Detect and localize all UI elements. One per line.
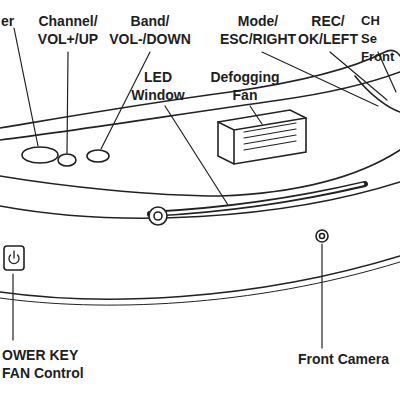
top-inner-line (0, 72, 400, 140)
button-label: Band/ VOL-/DOWN (106, 12, 194, 48)
part-label: Defogging Fan (207, 68, 283, 104)
camera-lens (316, 230, 328, 242)
part-label: Front Camera (298, 350, 389, 368)
led-window-slot-inner (152, 184, 363, 214)
antenna-connector-core (154, 212, 162, 220)
part-label: OWER KEY FAN Control (2, 346, 92, 382)
camera-lens-core (320, 234, 325, 239)
button-label: CH Se Front (361, 12, 399, 66)
button-label: er (1, 12, 14, 30)
lower-band-line (0, 182, 400, 218)
fan-vents (244, 123, 296, 150)
part-label: LED Window (128, 68, 188, 104)
fan-box-edges (218, 118, 306, 164)
band-button (87, 150, 109, 162)
button-label: Mode/ ESC/RIGHT (217, 12, 299, 48)
strap-edge (355, 76, 400, 112)
leader-lines (13, 28, 396, 348)
button-label: Channel/ VOL+/UP (32, 12, 104, 48)
led-window-slot (150, 184, 365, 214)
button-label: REC/ OK/LEFT (296, 12, 360, 48)
bottom-edge (0, 256, 400, 299)
power-button (22, 147, 58, 163)
power-symbol (9, 251, 19, 264)
fan-box (218, 110, 306, 164)
antenna-connector (149, 207, 167, 225)
channel-button (58, 154, 76, 166)
bottom-edge-inner (0, 262, 400, 305)
power-key (4, 246, 24, 270)
